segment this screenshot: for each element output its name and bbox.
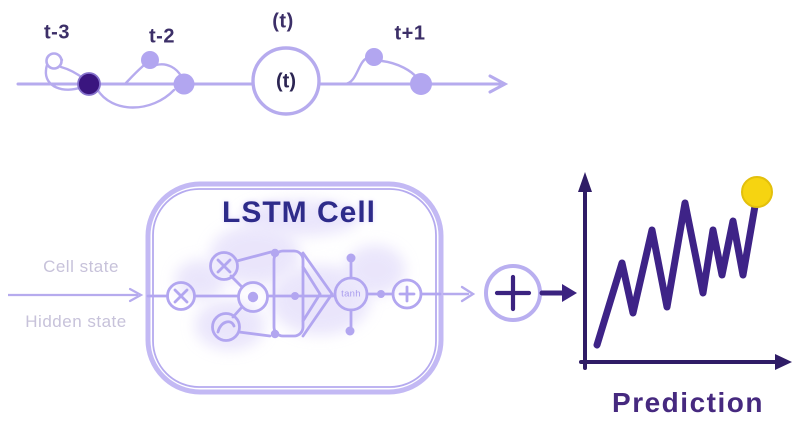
timeline-arrowhead-icon [488,74,509,94]
sigmoid-icon [216,320,236,334]
timestep-label-t+1: t+1 [394,22,426,45]
wire-node-2 [377,290,385,298]
y-axis-arrowhead-icon [578,172,592,192]
t2-connector-curve [154,63,183,78]
timeline [16,46,509,116]
cell-stub-3 [235,250,273,263]
lstm-cell [145,181,444,395]
sigmoid-gate [211,312,241,342]
t3-dark-node [77,72,101,96]
t3-t2-underswoosh [95,87,176,109]
prediction-line [593,199,759,349]
state-input-arrow [8,287,144,303]
current-step-circle [251,46,321,116]
tanh-node-top [346,253,356,263]
t1-upper-node [365,48,383,66]
lstm-cell-title: LSTM Cell [221,196,377,229]
cell-border-outer [145,181,444,395]
sum-arrowhead-icon [562,284,577,302]
timestep-label-t-inner: (t) [276,70,296,93]
multiply-gate-top [209,251,239,281]
tanh-node-bottom [345,326,355,336]
chevron-inner-icon [301,265,322,323]
t1-line-node [410,73,432,95]
multiply-icon [173,288,189,304]
t2-upper-node [141,51,159,69]
cell-border-inner [152,188,437,388]
t1-left-curve [343,56,369,86]
loop-node-top [270,248,280,258]
cell-stub-4 [237,330,272,338]
output-arrowhead-icon [460,285,476,303]
sum-node [484,264,577,322]
x-axis-arrowhead-icon [775,354,792,370]
t1-connector-curve [380,59,419,80]
prediction-chart [578,172,792,370]
cell-stub-2 [231,305,244,319]
plus-icon [398,285,416,303]
timestep-label-t-2: t-2 [149,25,175,48]
t2-left-curve [123,64,145,86]
state-arrowhead-icon [128,287,144,303]
timestep-label-t-3: t-3 [44,21,70,44]
cell-inner-loop [272,249,305,338]
cell-stub-1 [229,274,244,289]
tanh-label: tanh [341,288,361,300]
loop-node-bottom [270,329,280,339]
prediction-label: Prediction [612,387,764,418]
cell-output-arrow [442,285,476,303]
plus-icon [494,274,532,312]
chevron-icon [301,251,334,338]
cell-state-label: Cell state [43,257,119,276]
multiply-icon [216,258,232,274]
prediction-marker [741,176,773,208]
t2-line-node [173,73,195,95]
hidden-state-label: Hidden state [25,312,127,331]
timestep-label-t-top: (t) [272,10,294,33]
t3-open-node [45,52,63,70]
wire-node-1 [291,292,299,300]
dot-junction-center [247,291,259,303]
